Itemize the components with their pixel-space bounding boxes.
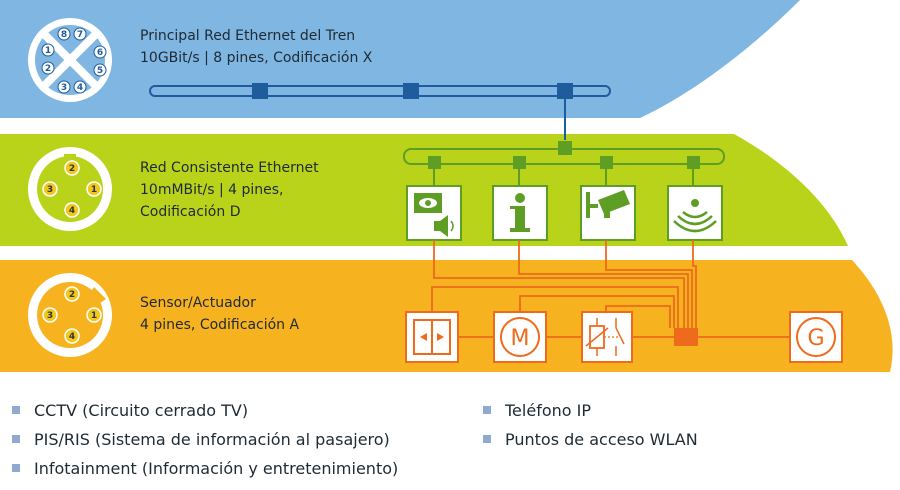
legend-text: Infotainment (Información y entretenimie… xyxy=(34,459,399,478)
pin-label: 6 xyxy=(97,48,103,58)
motor-letter: M xyxy=(511,326,530,351)
legend-text: Puntos de acceso WLAN xyxy=(505,430,698,449)
camera-icon xyxy=(580,185,636,241)
bullet-icon xyxy=(12,463,20,472)
pin-label: 5 xyxy=(97,66,103,76)
cctv-audio-icon xyxy=(406,185,462,241)
pin-label: 2 xyxy=(69,164,75,174)
bullet-icon xyxy=(12,405,20,414)
pin-label: 4 xyxy=(69,206,75,216)
bullet-icon xyxy=(483,434,491,443)
bullet-icon xyxy=(12,434,20,443)
pin-label: 3 xyxy=(47,311,53,321)
pin-label: 1 xyxy=(91,311,97,321)
pin-label: 1 xyxy=(91,185,97,195)
pin-label: 3 xyxy=(47,185,53,195)
switch-icon xyxy=(581,311,633,363)
connector-4pin-d: 2 3 1 4 xyxy=(28,147,112,231)
legend-text: Teléfono IP xyxy=(505,401,591,420)
sensor-wiring xyxy=(431,240,790,338)
bottom-band-title: Sensor/Actuador xyxy=(140,295,256,311)
pin-label: 4 xyxy=(69,332,75,342)
connector-4pin-a: 2 3 1 4 xyxy=(28,273,112,357)
legend-item: PIS/RIS (Sistema de información al pasaj… xyxy=(12,425,398,454)
pin-label: 3 xyxy=(61,83,67,93)
wlan-icon xyxy=(667,185,723,241)
top-band-spec: 10GBit/s | 8 pines, Codificación X xyxy=(140,50,373,66)
legend-text: CCTV (Circuito cerrado TV) xyxy=(34,401,249,420)
pin-label: 4 xyxy=(77,83,83,93)
pin-label: 2 xyxy=(45,64,51,74)
info-icon xyxy=(492,185,548,241)
consist-network xyxy=(403,141,725,186)
door-icon xyxy=(405,311,459,363)
legend-text: PIS/RIS (Sistema de información al pasaj… xyxy=(34,430,390,449)
generator-letter: G xyxy=(807,326,824,351)
legend-item: Teléfono IP xyxy=(483,396,698,425)
pin-label: 1 xyxy=(45,46,51,56)
legend-item: Puntos de acceso WLAN xyxy=(483,425,698,454)
legend-item: Infotainment (Información y entretenimie… xyxy=(12,454,398,483)
pin-label: 7 xyxy=(77,30,83,40)
bullet-icon xyxy=(483,405,491,414)
pin-label: 8 xyxy=(61,30,67,40)
sensor-hub xyxy=(674,328,698,346)
middle-band-title: Red Consistente Ethernet xyxy=(140,160,319,176)
pin-label: 2 xyxy=(69,290,75,300)
legend-item: CCTV (Circuito cerrado TV) xyxy=(12,396,398,425)
middle-band-coding: Codificación D xyxy=(140,204,240,220)
middle-band-spec: 10mMBit/s | 4 pines, xyxy=(140,182,284,198)
train-backbone xyxy=(149,83,611,140)
motor-icon: M xyxy=(493,311,547,363)
connector-8pin-x: 8 7 1 6 2 5 3 4 xyxy=(28,18,112,102)
legend-right: Teléfono IP Puntos de acceso WLAN xyxy=(483,396,698,454)
legend-left: CCTV (Circuito cerrado TV) PIS/RIS (Sist… xyxy=(12,396,398,483)
generator-icon: G xyxy=(789,311,843,363)
band-top xyxy=(0,0,800,118)
top-band-title: Principal Red Ethernet del Tren xyxy=(140,28,355,44)
bottom-band-spec: 4 pines, Codificación A xyxy=(140,317,300,333)
network-diagram: 8 7 1 6 2 5 3 4 2 3 1 4 xyxy=(0,0,893,372)
